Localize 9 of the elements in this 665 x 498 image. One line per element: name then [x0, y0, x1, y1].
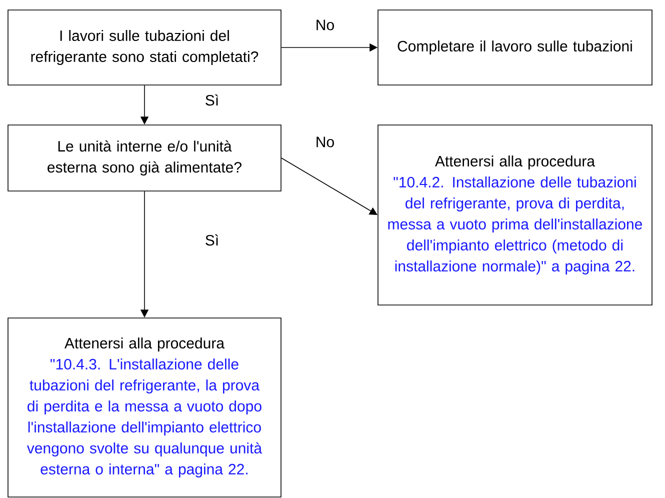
edge-label: Sì [204, 233, 220, 247]
edge-label: No [314, 18, 336, 32]
process-box: I lavori sulle tubazioni del refrigerante sono stati completati? [8, 10, 282, 86]
process-box: Completare il lavoro sulle tubazioni [378, 10, 652, 86]
edge-label: No [314, 136, 336, 148]
edge-label: Sì [204, 93, 220, 107]
process-box: Attenersi alla procedura "10.4.2. Installazione delle tubazioni del refrigerante, prova di perdita, messa a vuoto prima dell'installazione dell'impianto elettrico (metodo di installazione normale)" a pagina 22. [378, 124, 652, 306]
process-box: Le unità interne e/o l'unità esterna sono già alimentate? [8, 124, 282, 192]
process-box: Attenersi alla procedura "10.4.3. L'installazione delle tubazioni del refrigerante, la prova di perdita e la messa a vuoto dopo l'installazione dell'impianto elettrico vengono svolte su qualunque unità esterna o interna" a pagina 22. [8, 318, 282, 498]
